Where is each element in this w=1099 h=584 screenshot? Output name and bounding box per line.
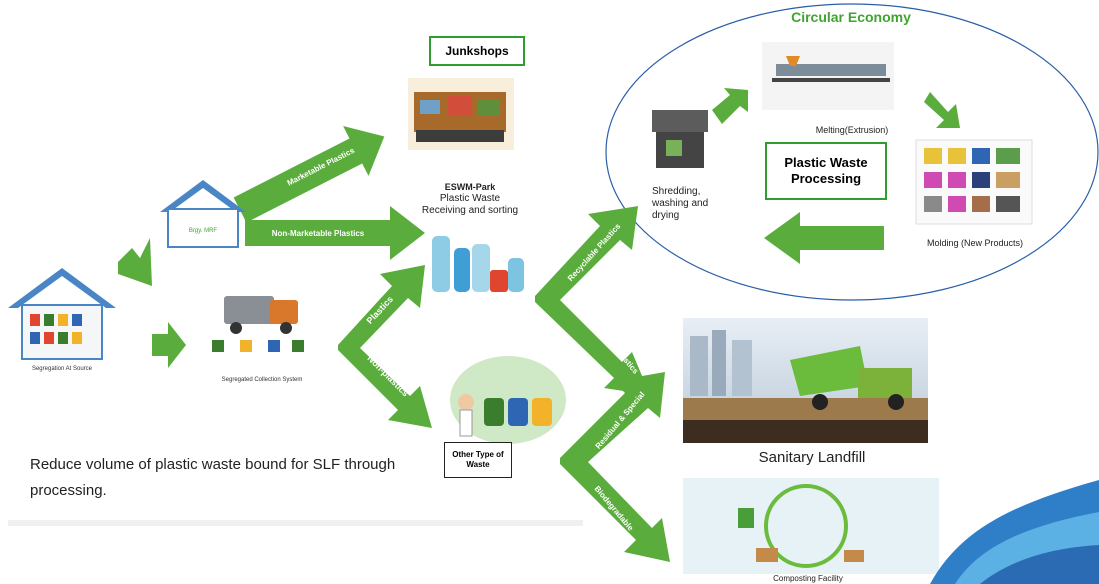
shredder-machine-illustration: [652, 110, 708, 168]
molding-label: Molding (New Products): [927, 238, 1023, 248]
extrusion-machine-illustration: [762, 42, 894, 110]
mrf-house: [160, 180, 246, 248]
segregation-label: Segregation At Source: [32, 366, 93, 372]
arrow-melt-to-mold: [924, 92, 960, 128]
recyclable-plastics-label: Recyclable Plastics: [566, 221, 623, 283]
junkshop-illustration: [408, 78, 514, 150]
sanitary-landfill-label: Sanitary Landfill: [759, 449, 866, 466]
arrow-recyclable-nonrecyclable: [535, 206, 650, 395]
eswm-park-description: Plastic Waste Receiving and sorting: [421, 193, 519, 216]
arrow-plastics-nonplastics: [338, 265, 432, 428]
collection-label: Segregated Collection System: [222, 377, 303, 383]
segregation-house: [8, 268, 116, 360]
circular-economy-title: Circular Economy: [791, 9, 911, 25]
molded-products-illustration: [915, 139, 1033, 225]
arrow-marketable-plastics: [233, 126, 385, 223]
shredding-label: Shredding, washing and drying: [652, 186, 709, 221]
sanitary-landfill-illustration: [683, 318, 928, 443]
arrow-to-collection: [152, 322, 186, 368]
arrow-shred-to-melt: [712, 88, 748, 124]
wave-decoration: [930, 480, 1099, 584]
junkshops-box: Junkshops: [429, 36, 525, 66]
other-waste-box: Other Type of Waste: [444, 442, 512, 478]
arrow-mold-to-shred: [764, 212, 884, 264]
arrow-non-marketable-plastics: [245, 206, 425, 260]
mrf-label: Brgy. MRF: [189, 228, 218, 234]
arrow-residual-biodegradable: [560, 372, 670, 562]
plastic-waste-processing-box: Plastic Waste Processing: [765, 142, 887, 200]
melting-label: Melting(Extrusion): [816, 125, 889, 135]
bottom-band: [8, 520, 583, 526]
collection-truck-illustration: [205, 278, 305, 352]
composting-label: Composting Facility: [773, 574, 843, 583]
other-waste-illustration: [450, 356, 566, 444]
composting-illustration: [683, 478, 939, 574]
arrow-to-mrf: [118, 238, 152, 286]
circular-economy-ellipse: [605, 3, 1099, 301]
non-marketable-plastics-label: Non-Marketable Plastics: [272, 229, 365, 238]
eswm-park-title: ESWM-Park: [445, 182, 497, 192]
reduce-volume-note: Reduce volume of plastic waste bound for…: [30, 456, 396, 499]
plastic-bottles-illustration: [432, 236, 524, 292]
